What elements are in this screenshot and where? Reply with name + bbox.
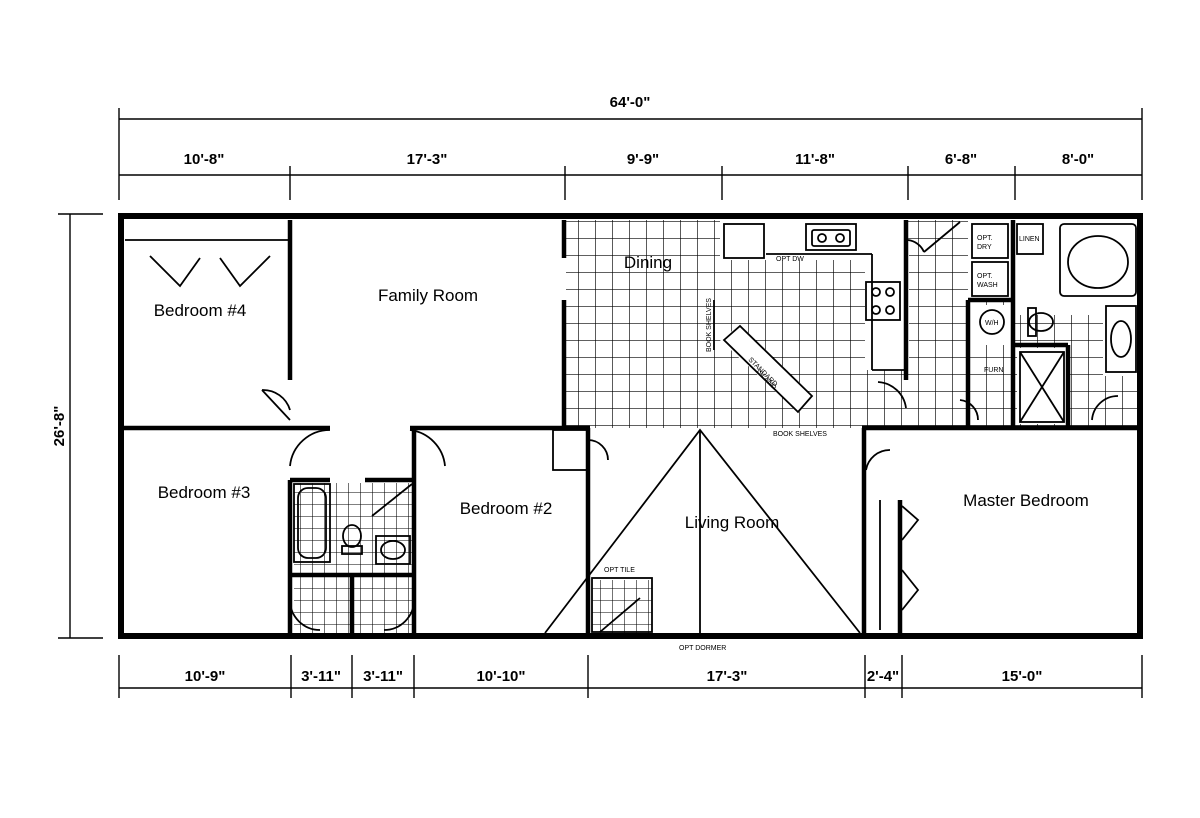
note-opt-tile: OPT TILE bbox=[604, 567, 635, 574]
room-label-dining: Dining bbox=[624, 253, 672, 272]
fixtures bbox=[122, 217, 1139, 635]
note-opt-wash-1: OPT. bbox=[977, 273, 993, 280]
note-opt-dormer: OPT DORMER bbox=[679, 645, 726, 652]
note-furn: FURN bbox=[984, 367, 1003, 374]
top-dimension-5: 6'-8" bbox=[945, 151, 977, 168]
note-opt-dw: OPT DW bbox=[776, 256, 804, 263]
room-label-living-room: Living Room bbox=[685, 513, 780, 532]
bottom-dimension-2: 3'-11" bbox=[301, 668, 341, 685]
room-label-bedroom-4: Bedroom #4 bbox=[154, 301, 247, 320]
bottom-dimension-6: 2'-4" bbox=[867, 668, 899, 685]
top-dimension-1: 10'-8" bbox=[184, 151, 225, 168]
note-linen: LINEN bbox=[1019, 236, 1040, 243]
top-dimension-6: 8'-0" bbox=[1062, 151, 1094, 168]
room-label-master-bedroom: Master Bedroom bbox=[963, 491, 1089, 510]
dimension-lines bbox=[58, 108, 1143, 698]
note-opt-wash-2: WASH bbox=[977, 282, 998, 289]
top-dimension-3: 9'-9" bbox=[627, 151, 659, 168]
top-dimension-2: 17'-3" bbox=[407, 151, 448, 168]
note-opt-dry-1: OPT. bbox=[977, 235, 993, 242]
overall-width-dimension: 64'-0" bbox=[610, 94, 651, 111]
bottom-dimension-7: 15'-0" bbox=[1002, 668, 1043, 685]
room-label-bedroom-2: Bedroom #2 bbox=[460, 499, 553, 518]
bottom-dimension-1: 10'-9" bbox=[185, 668, 226, 685]
bottom-dimension-4: 10'-10" bbox=[476, 668, 525, 685]
bottom-dimension-3: 3'-11" bbox=[363, 668, 403, 685]
note-book-shelves-upper: BOOK SHELVES bbox=[706, 298, 713, 352]
note-book-shelves-lower: BOOK SHELVES bbox=[773, 431, 827, 438]
room-label-bedroom-3: Bedroom #3 bbox=[158, 483, 251, 502]
room-label-family-room: Family Room bbox=[378, 286, 478, 305]
interior-walls bbox=[121, 220, 1140, 636]
bottom-dimension-5: 17'-3" bbox=[707, 668, 748, 685]
note-wh: W/H bbox=[985, 320, 999, 327]
overall-depth-dimension: 26'-8" bbox=[51, 406, 68, 447]
top-dimension-4: 11'-8" bbox=[795, 151, 835, 168]
note-opt-dry-2: DRY bbox=[977, 244, 992, 251]
